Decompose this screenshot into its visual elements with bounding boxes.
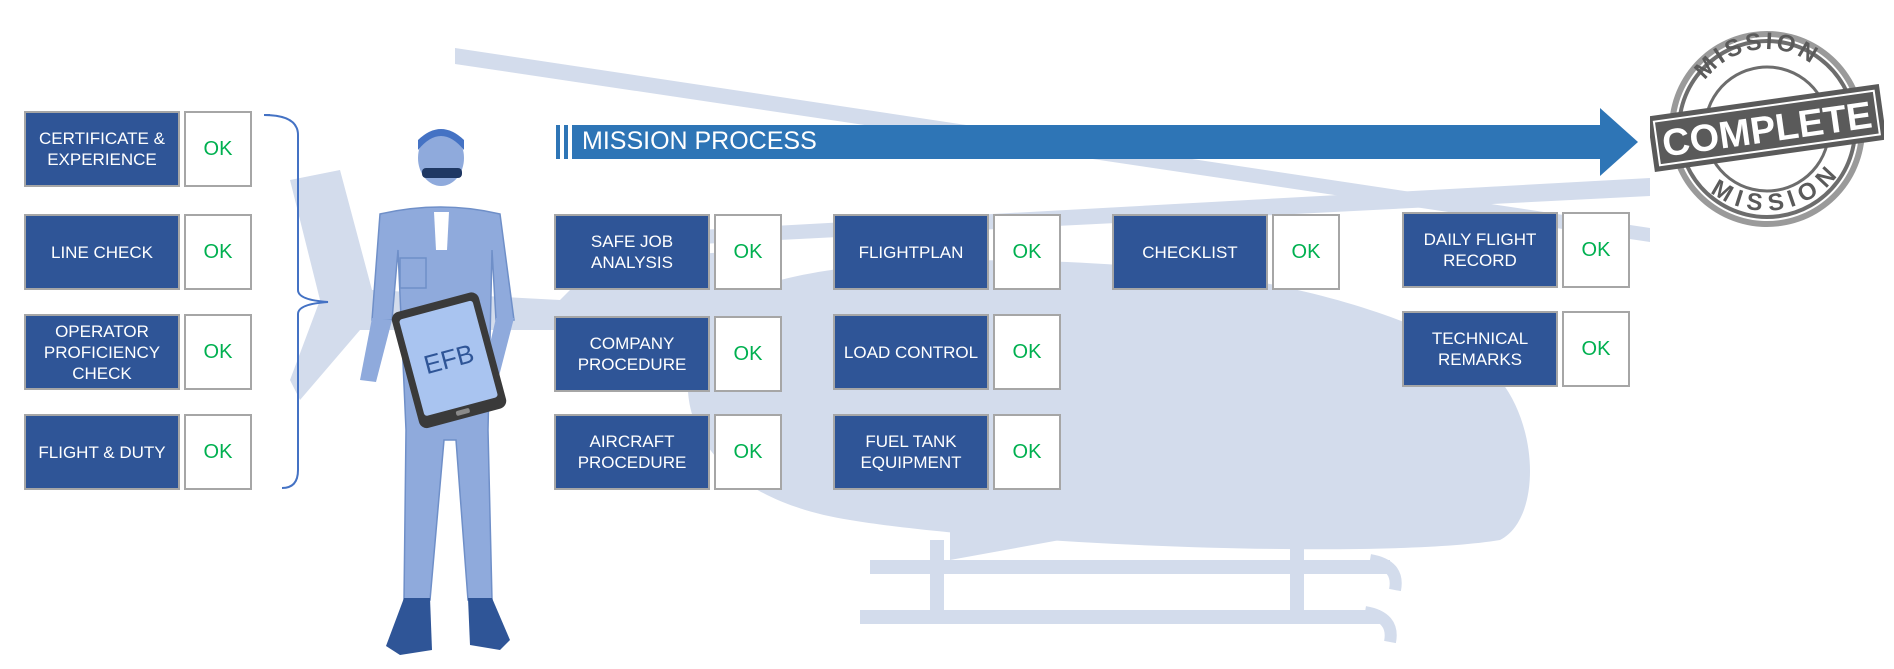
step-technical-remarks: TECHNICAL REMARKS — [1402, 311, 1558, 387]
process-title: MISSION PROCESS — [582, 127, 817, 155]
prereq-line-check-status: OK — [184, 214, 252, 290]
prereq-flight-duty: FLIGHT & DUTY — [24, 414, 180, 490]
step-daily-flight-record: DAILY FLIGHT RECORD — [1402, 212, 1558, 288]
step-aircraft-procedure: AIRCRAFT PROCEDURE — [554, 414, 710, 490]
prereq-certificate: CERTIFICATE & EXPERIENCE — [24, 111, 180, 187]
prereq-operator-proficiency: OPERATOR PROFICIENCY CHECK — [24, 314, 180, 390]
step-checklist: CHECKLIST — [1112, 214, 1268, 290]
mission-complete-stamp-icon: MISSION MISSION COMPLETE — [1650, 24, 1884, 227]
step-company-procedure-status: OK — [714, 316, 782, 392]
step-company-procedure: COMPANY PROCEDURE — [554, 316, 710, 392]
step-technical-remarks-status: OK — [1562, 311, 1630, 387]
step-checklist-status: OK — [1272, 214, 1340, 290]
step-load-control: LOAD CONTROL — [833, 314, 989, 390]
step-safe-job-analysis-status: OK — [714, 214, 782, 290]
step-load-control-status: OK — [993, 314, 1061, 390]
step-fuel-tank-equipment: FUEL TANK EQUIPMENT — [833, 414, 989, 490]
bracket-icon — [263, 114, 329, 489]
step-aircraft-procedure-status: OK — [714, 414, 782, 490]
prereq-flight-duty-status: OK — [184, 414, 252, 490]
prereq-line-check: LINE CHECK — [24, 214, 180, 290]
prereq-operator-proficiency-status: OK — [184, 314, 252, 390]
prereq-certificate-status: OK — [184, 111, 252, 187]
step-fuel-tank-equipment-status: OK — [993, 414, 1061, 490]
step-flightplan-status: OK — [993, 214, 1061, 290]
step-flightplan: FLIGHTPLAN — [833, 214, 989, 290]
process-arrow-icon — [556, 108, 1638, 176]
step-safe-job-analysis: SAFE JOB ANALYSIS — [554, 214, 710, 290]
pilot-figure-icon — [360, 129, 515, 655]
step-daily-flight-record-status: OK — [1562, 212, 1630, 288]
